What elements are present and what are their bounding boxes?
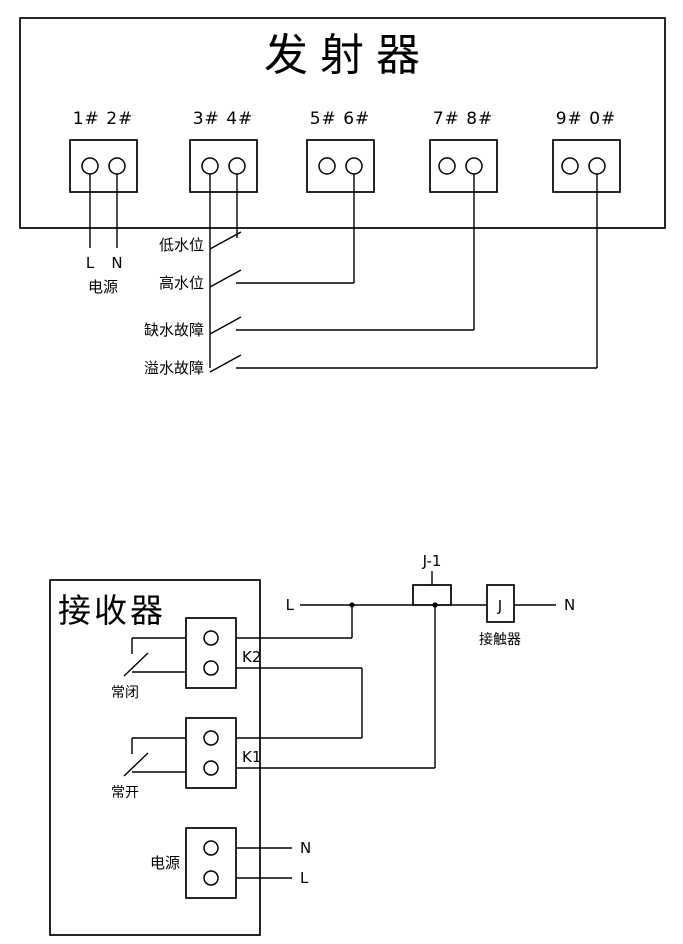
terminal-0 [588, 157, 606, 175]
power-n-label: N [111, 254, 122, 272]
terminal-9 [561, 157, 579, 175]
terminal-label-7-8: 7# 8# [433, 109, 494, 129]
switch-label-water-shortage: 缺水故障 [144, 321, 204, 339]
terminal-label-5-6: 5# 6# [310, 109, 371, 129]
switch-label-high-level: 高水位 [159, 274, 204, 292]
terminal-7 [438, 157, 456, 175]
k2-terminal-top [203, 630, 219, 646]
transmitter-section: 发射器 1# 2# 3# 4# 5# 6# 7# 8# 9# 0# L N 电源 [19, 17, 666, 377]
k2-label: K2 [242, 648, 261, 666]
receiver-power-label: 电源 [150, 854, 180, 872]
k1-block [185, 717, 237, 789]
relay-contact-label: J-1 [422, 552, 442, 570]
switch-blade-low-level [209, 231, 242, 250]
terminal-block-2 [189, 139, 258, 193]
receiver-power-block [185, 827, 237, 899]
power-l-label: L [86, 254, 95, 272]
circuit-l-label: L [286, 596, 295, 614]
terminal-1 [81, 157, 99, 175]
receiver-power-l-label: L [300, 869, 309, 887]
switch-blade-high-level [209, 269, 242, 288]
terminal-5 [318, 157, 336, 175]
terminal-label-9-0: 9# 0# [556, 109, 617, 129]
k2-switch-label: 常闭 [111, 685, 139, 701]
switch-blade-overflow [209, 354, 242, 373]
receiver-power-n-label: N [300, 839, 311, 857]
contactor-label: 接触器 [479, 631, 521, 648]
relay-contact-box [412, 584, 452, 606]
switch-label-low-level: 低水位 [159, 236, 204, 254]
receiver-box [49, 579, 261, 936]
terminal-block-1 [69, 139, 138, 193]
k1-switch-label: 常开 [111, 785, 139, 801]
terminal-2 [108, 157, 126, 175]
receiver-section: 接收器 K2 常闭 K1 常开 电源 N L [49, 579, 311, 936]
terminal-4 [228, 157, 246, 175]
terminal-block-5 [552, 139, 621, 193]
terminal-block-3 [306, 139, 375, 193]
circuit-n-label: N [564, 596, 575, 614]
terminal-3 [201, 157, 219, 175]
receiver-power-terminal-bottom [203, 870, 219, 886]
contactor-box [486, 584, 515, 623]
power-label: 电源 [88, 278, 118, 296]
terminal-8 [465, 157, 483, 175]
receiver-power-terminal-top [203, 840, 219, 856]
transmitter-box [19, 17, 666, 229]
control-circuit-section: L N J-1 J 接触器 [236, 552, 575, 769]
transmitter-title: 发射器 [264, 30, 432, 81]
k1-contact-blade [123, 752, 149, 777]
contactor-symbol: J [497, 597, 502, 615]
receiver-title: 接收器 [58, 591, 166, 630]
terminal-6 [345, 157, 363, 175]
k1-label: K1 [242, 748, 261, 766]
k2-contact-blade [123, 652, 149, 677]
terminal-label-1-2: 1# 2# [73, 109, 134, 129]
k2-block [185, 617, 237, 689]
k2-terminal-bottom [203, 660, 219, 676]
terminal-label-3-4: 3# 4# [193, 109, 254, 129]
terminal-block-4 [429, 139, 498, 193]
k1-terminal-bottom [203, 760, 219, 776]
switch-blade-water-shortage [209, 316, 242, 335]
switch-label-overflow: 溢水故障 [144, 359, 204, 377]
k1-terminal-top [203, 730, 219, 746]
